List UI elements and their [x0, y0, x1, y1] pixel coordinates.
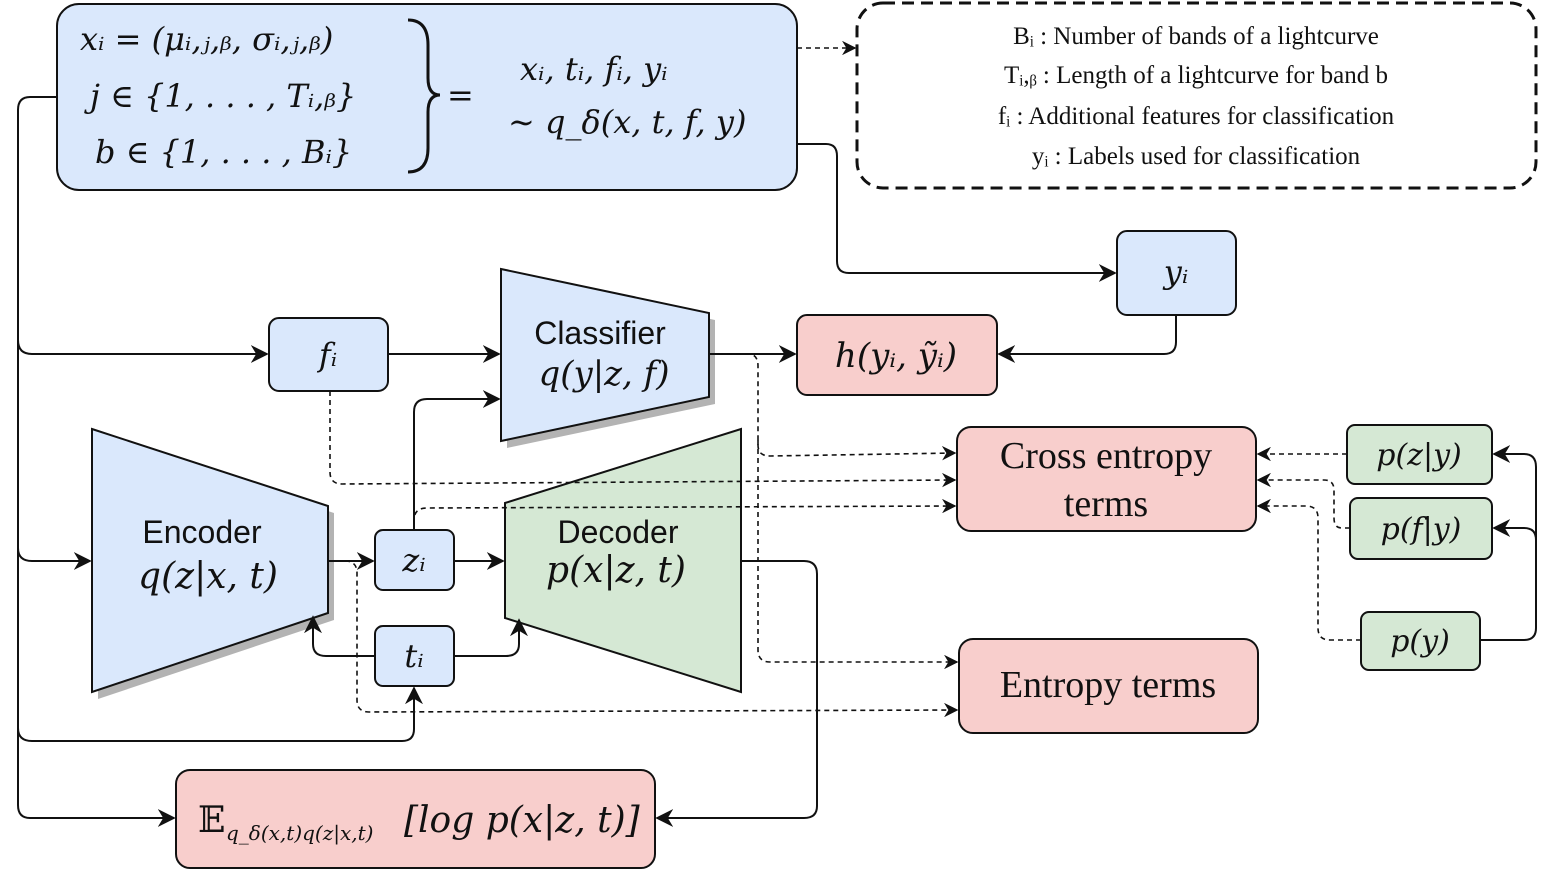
- arrow-data-to-fi: [17, 339, 269, 363]
- dashed-classifier-to-entropy: [757, 440, 959, 670]
- arrow-py-to-pfy: [1492, 519, 1537, 541]
- data-rhs-vars: xᵢ, tᵢ, fᵢ, yᵢ: [520, 50, 668, 88]
- loss-h-label: h(yᵢ, ỹᵢ): [835, 336, 957, 376]
- prior-f-given-y-label: p(f|y): [1381, 512, 1462, 547]
- dashed-pfy-to-cross-entropy: [1256, 472, 1350, 529]
- ti-label: tᵢ: [404, 637, 423, 675]
- ti-node: tᵢ: [374, 625, 455, 687]
- arrow-ti-to-decoder: [454, 618, 528, 657]
- dashed-zi-to-cross-entropy: [413, 498, 957, 524]
- arrow-data-to-yi: [797, 143, 1117, 282]
- data-rhs-distribution: ∼ q_δ(x, t, f, y): [508, 103, 746, 141]
- arrow-data-to-encoder: [17, 547, 92, 570]
- classifier-node: Classifier q(y|z, f): [500, 267, 715, 448]
- legend-box: Bᵢ : Number of bands of a lightcurve Tᵢ,…: [855, 1, 1538, 190]
- loss-h-node: h(yᵢ, ỹᵢ): [796, 314, 998, 396]
- dashed-fi-to-cross-entropy: [329, 391, 957, 488]
- encoder-title: Encoder: [142, 514, 262, 550]
- entropy-terms-label: Entropy terms: [1000, 664, 1216, 706]
- legend-item-length: Tᵢ,ᵦ : Length of a lightcurve for band b: [1004, 62, 1388, 89]
- cross-entropy-line2: terms: [1064, 483, 1148, 525]
- solid-connectors: [17, 96, 1537, 827]
- arrow-zi-to-classifier: [413, 390, 501, 530]
- prior-y-node: p(y): [1360, 611, 1481, 671]
- right-brace: [407, 18, 441, 174]
- dashed-connectors: [329, 40, 1361, 718]
- classifier-formula: q(y|z, f): [538, 354, 669, 394]
- data-box: xᵢ = (μᵢ,ⱼ,ᵦ, σᵢ,ⱼ,ᵦ) j ∈ {1, . . . , Tᵢ…: [56, 3, 798, 191]
- data-line-b: b ∈ {1, . . . , Bᵢ}: [95, 133, 352, 171]
- yi-label: yᵢ: [1162, 253, 1189, 291]
- prior-y-label: p(y): [1390, 624, 1450, 659]
- fi-node: fᵢ: [268, 317, 389, 392]
- decoder-formula: p(x|z, t): [546, 550, 686, 591]
- legend-item-bands: Bᵢ : Number of bands of a lightcurve: [1013, 23, 1379, 50]
- expectation-body: [log p(x|z, t)]: [404, 800, 641, 841]
- yi-node: yᵢ: [1116, 230, 1237, 316]
- zi-label: zᵢ: [401, 541, 425, 579]
- cross-entropy-node: Cross entropy terms: [956, 426, 1257, 532]
- zi-node: zᵢ: [374, 529, 455, 591]
- encoder-node: Encoder q(z|x, t): [91, 427, 334, 699]
- arrow-data-to-ti: [17, 686, 423, 742]
- reconstruction-term-node: 𝔼 q_δ(x,t)q(z|x,t) [log p(x|z, t)]: [175, 769, 656, 869]
- arrow-data-to-expectation: [17, 96, 176, 827]
- decoder-node: Decoder p(x|z, t): [504, 427, 742, 694]
- dashed-encoder-to-entropy: [344, 560, 959, 718]
- expectation-subscript: q_δ(x,t)q(z|x,t): [226, 821, 373, 846]
- arrow-decoder-to-expectation: [655, 560, 818, 827]
- arrow-yi-to-loss: [997, 315, 1177, 363]
- arrow-ti-to-encoder: [304, 615, 375, 657]
- data-line-j: j ∈ {1, . . . , Tᵢ,ᵦ}: [84, 77, 356, 115]
- legend-item-labels: yᵢ : Labels used for classification: [1032, 143, 1361, 170]
- encoder-formula: q(z|x, t): [138, 556, 278, 597]
- classifier-title: Classifier: [534, 315, 666, 351]
- dashed-py-to-cross-entropy: [1256, 498, 1361, 641]
- arrow-py-to-pzy: [1480, 445, 1537, 641]
- entropy-terms-node: Entropy terms: [958, 638, 1259, 734]
- data-line-x: xᵢ = (μᵢ,ⱼ,ᵦ, σᵢ,ⱼ,ᵦ): [80, 20, 333, 58]
- fi-label: fᵢ: [317, 336, 337, 374]
- prior-z-given-y-node: p(z|y): [1346, 424, 1493, 485]
- equals-sign: =: [447, 76, 474, 114]
- legend-item-features: fᵢ : Additional features for classificat…: [998, 103, 1395, 130]
- cross-entropy-line1: Cross entropy: [1000, 435, 1212, 477]
- decoder-title: Decoder: [558, 514, 679, 550]
- prior-z-given-y-label: p(z|y): [1376, 438, 1461, 473]
- expectation-symbol: 𝔼: [198, 800, 225, 841]
- prior-f-given-y-node: p(f|y): [1349, 497, 1493, 560]
